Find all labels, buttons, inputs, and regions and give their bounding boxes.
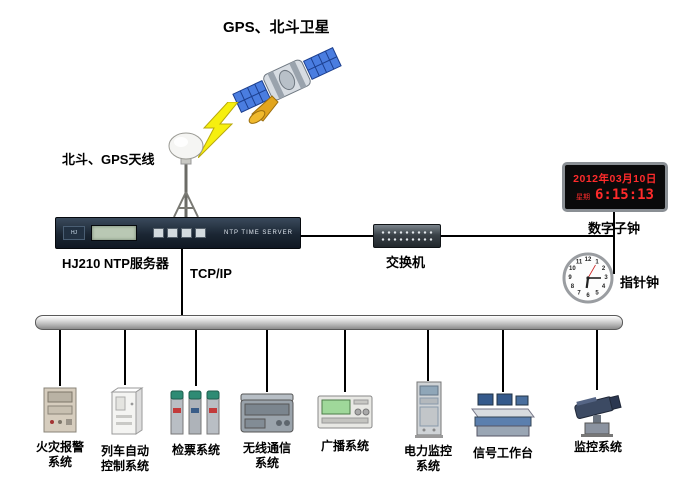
train-control-icon <box>106 384 146 438</box>
surveillance-label: 监控系统 <box>573 440 622 454</box>
ntp-server: HJ NTP TIME SERVER <box>55 217 301 249</box>
lightning-icon <box>198 102 240 158</box>
antenna-icon <box>156 130 216 222</box>
signal-workstation-label: 信号工作台 <box>472 446 533 460</box>
digital-clock-time: 6:15:13 <box>594 187 654 203</box>
analog-clock-label: 指针钟 <box>620 275 660 290</box>
server-panel-text: NTP TIME SERVER <box>223 230 293 236</box>
fire-alarm-label: 火灾报警 系统 <box>35 440 84 469</box>
switch-ports-grid <box>380 229 434 243</box>
digital-clock-week-label: 星期 <box>575 194 590 201</box>
ticket-check-icon <box>169 386 223 436</box>
satellite-icon <box>232 40 342 124</box>
server-ethernet-ports <box>153 228 206 238</box>
connector-switch-clocks <box>441 235 615 237</box>
ticket-check-label: 检票系统 <box>171 443 220 457</box>
train-control-label: 列车自动 控制系统 <box>100 444 149 473</box>
svg-text:10: 10 <box>569 266 576 272</box>
svg-text:6: 6 <box>586 293 590 299</box>
svg-text:11: 11 <box>576 259 583 265</box>
power-monitor-icon <box>413 380 445 440</box>
svg-text:8: 8 <box>571 284 575 290</box>
broadcast-label: 广播系统 <box>320 439 369 453</box>
network-bus <box>35 315 623 330</box>
digital-clock-label: 数字子钟 <box>588 221 641 236</box>
drop-line-broadcast <box>344 330 346 392</box>
digital-clock-date: 2012年03月10日 <box>573 173 657 185</box>
server-label: HJ210 NTP服务器 <box>62 256 169 271</box>
server-lcd-display <box>91 225 137 241</box>
svg-text:1: 1 <box>595 259 599 265</box>
drop-line-wireless-comm <box>266 330 268 392</box>
wireless-comm-icon <box>239 392 295 436</box>
wireless-comm-label: 无线通信 系统 <box>242 441 291 470</box>
switch-label: 交换机 <box>386 255 426 270</box>
svg-text:9: 9 <box>568 275 572 281</box>
drop-line-fire-alarm <box>59 330 61 386</box>
protocol-label: TCP/IP <box>190 266 232 281</box>
svg-text:5: 5 <box>595 291 599 297</box>
svg-text:12: 12 <box>585 257 592 263</box>
svg-text:7: 7 <box>577 291 581 297</box>
drop-line-train-control <box>124 330 126 385</box>
power-monitor-label: 电力监控 系统 <box>403 444 452 473</box>
drop-line-ticket-check <box>195 330 197 386</box>
connector-server-switch <box>301 235 373 237</box>
drop-line-signal-workstation <box>502 330 504 392</box>
server-logo: HJ <box>63 226 85 240</box>
connector-clocks-vertical <box>613 212 615 274</box>
connector-server-bus <box>181 249 183 316</box>
antenna-label: 北斗、GPS天线 <box>62 152 155 167</box>
digital-clock: 2012年03月10日 星期 6:15:13 <box>562 162 668 212</box>
svg-text:2: 2 <box>602 266 606 272</box>
fire-alarm-icon <box>40 386 80 434</box>
surveillance-camera-icon <box>569 390 627 438</box>
svg-text:4: 4 <box>602 284 606 290</box>
svg-text:3: 3 <box>604 275 608 281</box>
satellite-label: GPS、北斗卫星 <box>223 19 330 36</box>
signal-workstation-icon <box>470 392 536 438</box>
analog-clock: 12 1 2 3 4 5 6 7 8 9 10 11 <box>562 252 614 304</box>
broadcast-icon <box>316 392 374 432</box>
network-switch <box>373 224 441 248</box>
drop-line-surveillance <box>596 330 598 390</box>
drop-line-power-monitor <box>427 330 429 381</box>
